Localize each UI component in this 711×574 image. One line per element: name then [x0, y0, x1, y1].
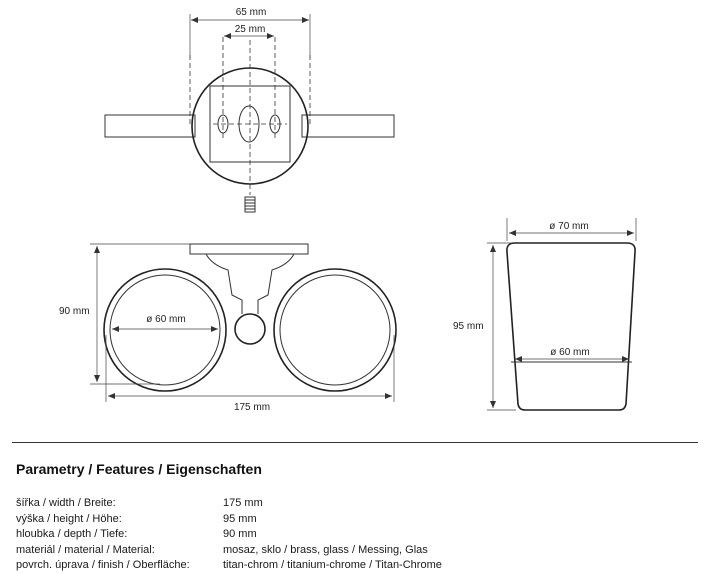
features-heading: Parametry / Features / Eigenschaften: [16, 461, 262, 477]
dim-label-25mm: 25 mm: [235, 24, 266, 35]
dim-label-90mm: 90 mm: [59, 306, 90, 317]
features-label: šířka / width / Breite:: [16, 497, 116, 509]
features-value: mosaz, sklo / brass, glass / Messing, Gl…: [223, 543, 428, 556]
mounting-screw: [244, 196, 256, 213]
front-view-left-ring-outer: [103, 268, 227, 392]
front-view-right-ring-inner: [279, 274, 391, 386]
side-view-glass: ø 70 mm 95 mm ø 60 mm: [453, 218, 637, 411]
front-view-left-ring-inner: [109, 274, 221, 386]
dim-label-65mm: 65 mm: [236, 7, 267, 18]
dim-label-95mm: 95 mm: [453, 321, 484, 332]
technical-drawing: 65 mm 25 mm 90 mm ø 60 mm 175 mm ø 70 mm: [59, 7, 637, 413]
top-view: 65 mm 25 mm: [104, 7, 395, 213]
front-view: 90 mm ø 60 mm 175 mm: [59, 243, 397, 413]
front-view-right-ring-outer: [273, 268, 397, 392]
features-value: 175 mm: [223, 497, 263, 509]
features-label: hloubka / depth / Tiefe:: [16, 528, 128, 540]
features-value: titan-chrom / titanium-chrome / Titan-Ch…: [223, 559, 442, 571]
features-value: 90 mm: [223, 528, 257, 540]
dim-label-glass-top-diameter: ø 70 mm: [549, 221, 588, 232]
features-label: materiál / material / Material:: [16, 543, 155, 556]
front-view-bracket: [205, 253, 295, 314]
glass-outline: [506, 242, 636, 411]
features-label: povrch. úprava / finish / Oberfläche:: [16, 559, 190, 571]
front-view-wall-plate: [189, 243, 309, 255]
top-view-right-arm: [301, 114, 395, 138]
features-label: výška / height / Höhe:: [16, 512, 122, 525]
dim-label-175mm: 175 mm: [234, 402, 270, 413]
front-view-center-knob: [234, 313, 266, 345]
top-view-left-arm: [104, 114, 196, 138]
dim-label-glass-bottom-diameter: ø 60 mm: [550, 347, 589, 358]
features-value: 95 mm: [223, 512, 257, 525]
dim-label-ring-diameter: ø 60 mm: [146, 314, 185, 325]
section-divider: [12, 442, 698, 443]
top-view-rosette: [191, 67, 309, 185]
